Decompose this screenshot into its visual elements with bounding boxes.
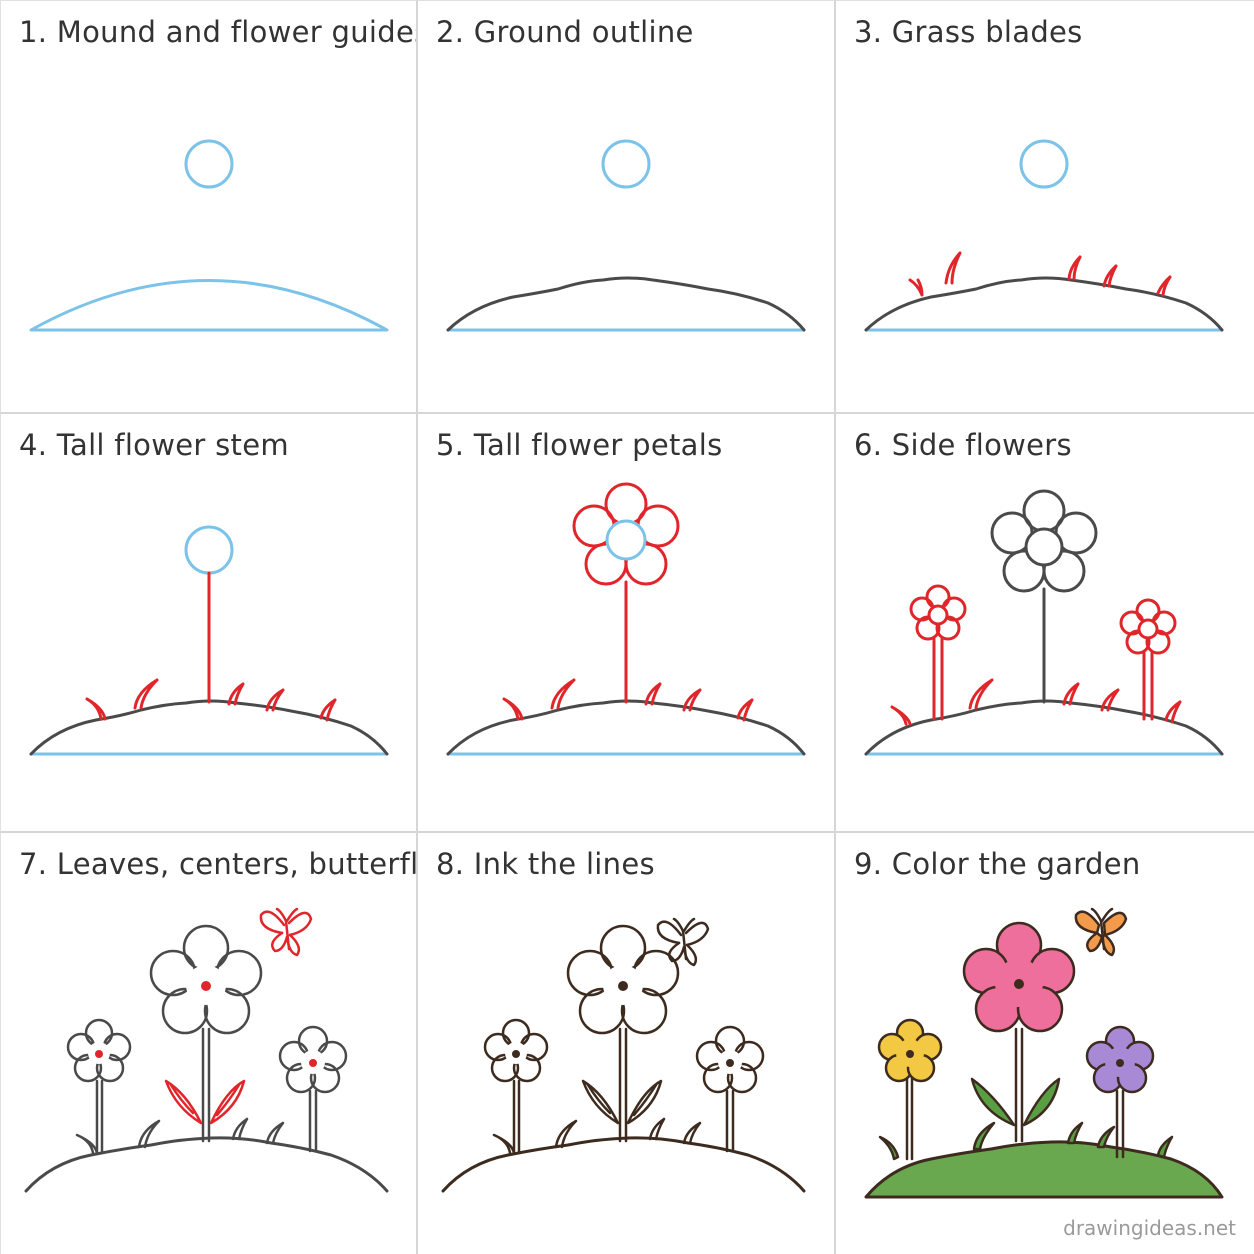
grass-blades bbox=[492, 1117, 702, 1155]
left-flower-yellow bbox=[877, 1018, 943, 1161]
tall-flower bbox=[566, 924, 680, 1143]
right-flower-center bbox=[309, 1059, 317, 1067]
flower-guide-circle bbox=[605, 519, 647, 561]
step-drawing-2 bbox=[446, 139, 806, 332]
step-drawing-8 bbox=[441, 917, 806, 1193]
ground-outline bbox=[441, 1136, 806, 1193]
step-panel-8: 8. Ink the lines bbox=[418, 833, 836, 1254]
step-drawing-6 bbox=[864, 489, 1224, 756]
left-flower-center bbox=[95, 1050, 103, 1058]
ground-outline bbox=[446, 699, 806, 756]
tall-flower-center bbox=[201, 981, 211, 991]
grass-blades bbox=[908, 251, 1172, 297]
flower-guide-circle bbox=[184, 525, 234, 575]
step-caption-1: 1. Mound and flower guides bbox=[19, 15, 418, 49]
step-panel-9: 9. Color the garden bbox=[836, 833, 1254, 1254]
flower-guide-circle bbox=[184, 139, 234, 189]
step-caption-2: 2. Ground outline bbox=[436, 15, 694, 49]
ground-outline bbox=[24, 1136, 389, 1193]
step-caption-8: 8. Ink the lines bbox=[436, 847, 655, 881]
tall-flower bbox=[149, 924, 263, 1143]
tall-flower bbox=[990, 489, 1098, 704]
step-panel-1: 1. Mound and flower guides bbox=[0, 0, 418, 414]
tall-flower-leaves bbox=[164, 1079, 246, 1125]
butterfly bbox=[259, 907, 313, 957]
step-caption-5: 5. Tall flower petals bbox=[436, 428, 723, 462]
left-flower-center bbox=[906, 1050, 914, 1058]
right-side-flower bbox=[1119, 598, 1177, 721]
grass-blades bbox=[890, 678, 1182, 726]
right-flower-purple bbox=[1085, 1025, 1155, 1159]
step-panel-5: 5. Tall flower petals bbox=[418, 414, 836, 833]
ground-outline bbox=[446, 276, 806, 332]
step-panel-7: 7. Leaves, centers, butterfly bbox=[0, 833, 418, 1254]
tall-flower-center bbox=[618, 981, 628, 991]
right-flower bbox=[278, 1025, 348, 1153]
grass-blades bbox=[75, 1117, 285, 1155]
ground-outline bbox=[29, 699, 389, 756]
step-panel-6: 6. Side flowers bbox=[836, 414, 1254, 833]
right-flower-center bbox=[1116, 1059, 1124, 1067]
step-panel-4: 4. Tall flower stem bbox=[0, 414, 418, 833]
step-drawing-9 bbox=[864, 907, 1224, 1199]
step-drawing-5 bbox=[446, 482, 806, 756]
left-flower bbox=[66, 1018, 132, 1155]
tall-flower-pink bbox=[962, 921, 1076, 1033]
right-flower-center bbox=[726, 1059, 734, 1067]
step-drawing-7 bbox=[24, 907, 389, 1193]
ground-outline bbox=[864, 699, 1224, 756]
step-caption-7: 7. Leaves, centers, butterfly bbox=[19, 847, 418, 881]
mound-guide bbox=[29, 279, 389, 332]
grass-blades bbox=[502, 678, 754, 722]
left-side-flower bbox=[909, 584, 967, 721]
step-caption-6: 6. Side flowers bbox=[854, 428, 1072, 462]
ground-outline bbox=[864, 276, 1224, 332]
step-panel-2: 2. Ground outline bbox=[418, 0, 836, 414]
left-flower-center bbox=[512, 1050, 520, 1058]
left-flower bbox=[483, 1018, 549, 1155]
step-panel-3: 3. Grass blades bbox=[836, 0, 1254, 414]
grass-blades bbox=[85, 678, 337, 722]
step-drawing-1 bbox=[29, 139, 389, 332]
step-drawing-4 bbox=[29, 525, 389, 756]
step-drawing-3 bbox=[864, 139, 1224, 332]
tall-flower-center bbox=[1014, 979, 1024, 989]
flower-guide-circle bbox=[601, 139, 651, 189]
step-caption-3: 3. Grass blades bbox=[854, 15, 1083, 49]
flower-guide-circle bbox=[1019, 139, 1069, 189]
grass-mound bbox=[864, 1140, 1224, 1199]
butterfly-orange bbox=[1074, 907, 1128, 957]
tall-flower-stem-and-leaves bbox=[970, 1027, 1061, 1143]
step-caption-9: 9. Color the garden bbox=[854, 847, 1141, 881]
butterfly bbox=[656, 917, 710, 967]
site-watermark: drawingideas.net bbox=[1063, 1216, 1236, 1240]
step-caption-4: 4. Tall flower stem bbox=[19, 428, 289, 462]
grass-blades bbox=[878, 1121, 1174, 1161]
right-flower bbox=[695, 1025, 765, 1153]
